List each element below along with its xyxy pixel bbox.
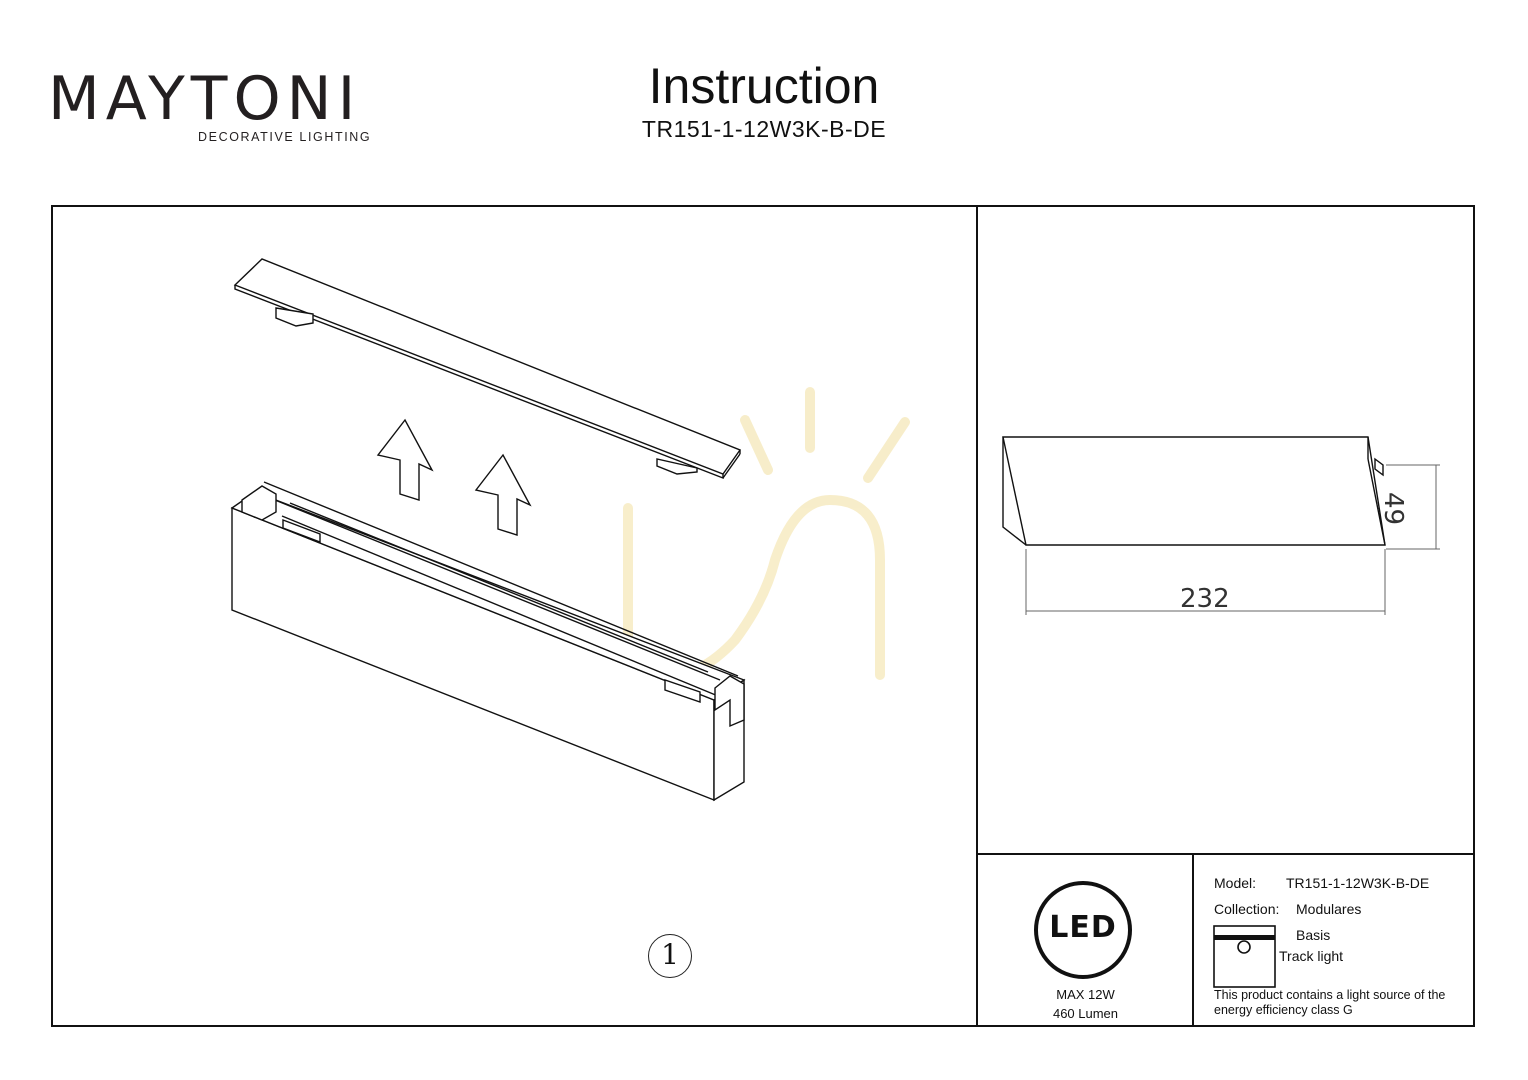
model-label: Model: bbox=[1214, 875, 1257, 891]
brand-name: MAYTONI bbox=[48, 64, 362, 134]
assembly-illustration bbox=[230, 258, 910, 802]
model-subtitle: TR151-1-12W3K-B-DE bbox=[641, 116, 887, 142]
led-icon bbox=[1034, 881, 1132, 979]
divider-vertical-info bbox=[1192, 853, 1194, 1027]
page-title: Instruction bbox=[648, 58, 880, 114]
brand-logo: MAYTONI DECORATIVE LIGHTING bbox=[48, 58, 372, 150]
type-value: Track light bbox=[1279, 948, 1344, 964]
track-light-icon bbox=[1213, 925, 1276, 988]
instruction-frame bbox=[51, 205, 1475, 1027]
divider-horizontal-info bbox=[976, 853, 1475, 855]
dimension-lines bbox=[1025, 464, 1440, 615]
max-power-label: MAX 12W bbox=[1056, 987, 1115, 1002]
dimension-width-label: 232 bbox=[1180, 584, 1230, 614]
brand-tagline: DECORATIVE LIGHTING bbox=[198, 130, 372, 144]
lumen-label: 460 Lumen bbox=[1052, 1006, 1119, 1021]
energy-note: This product contains a light source of … bbox=[1214, 988, 1446, 1017]
lid-part bbox=[233, 258, 742, 480]
collection-value: Modulares bbox=[1296, 901, 1362, 917]
dimension-height-label: 49 bbox=[1378, 492, 1408, 526]
dimension-drawing bbox=[1002, 436, 1440, 615]
led-label: LED bbox=[1049, 910, 1117, 945]
divider-vertical-main bbox=[976, 205, 978, 1027]
model-value: TR151-1-12W3K-B-DE bbox=[1286, 875, 1430, 891]
collection-label: Collection: bbox=[1214, 901, 1280, 917]
series-value: Basis bbox=[1296, 927, 1331, 943]
lift-arrow-left bbox=[376, 418, 434, 501]
lift-arrow-right bbox=[474, 453, 532, 536]
base-body-part bbox=[230, 481, 746, 802]
step-number: 1 bbox=[648, 934, 692, 978]
